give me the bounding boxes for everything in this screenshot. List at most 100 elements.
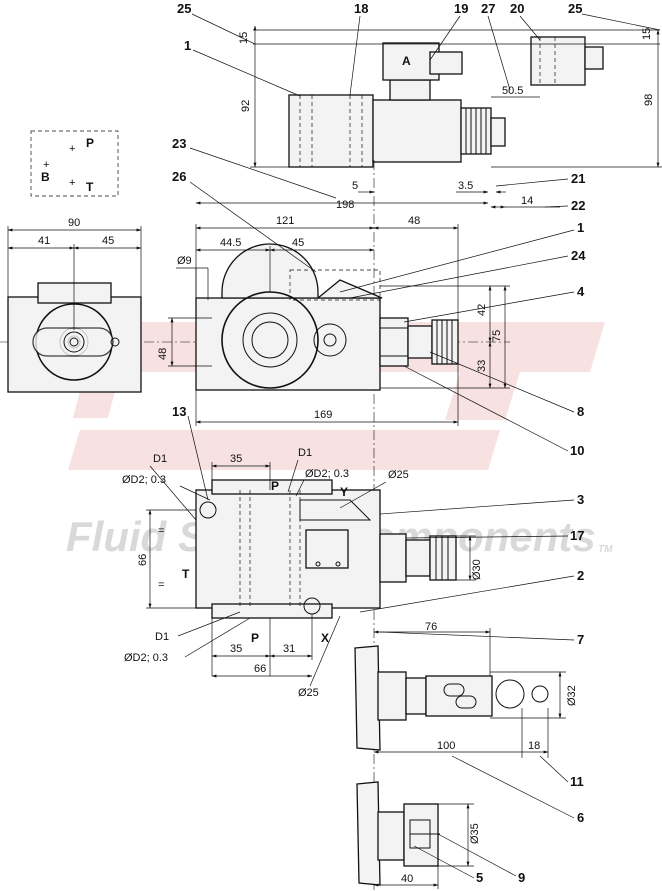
- port-d2-a: ØD2; 0.3: [122, 474, 166, 486]
- knob-view: Ø35 40: [356, 781, 481, 889]
- svg-text:+: +: [43, 159, 49, 171]
- port-d25-bottom: Ø25: [298, 687, 319, 699]
- dim-42: 42: [476, 304, 488, 316]
- side-connector-cable: [584, 46, 604, 70]
- callouts: 25 18 19 27 20 25 1 23 26 21 22 1 24 4 8…: [172, 1, 661, 885]
- dim-15-right: 15: [641, 28, 653, 40]
- port-view-body: [195, 489, 381, 609]
- front-adjust-knob: [431, 319, 459, 365]
- callout-25-right: 25: [568, 1, 582, 16]
- handle-d32: Ø32: [566, 685, 578, 706]
- callout-18: 18: [354, 1, 368, 16]
- callout-6: 6: [577, 810, 584, 825]
- svg-text:+: +: [69, 177, 75, 189]
- callout-19: 19: [454, 1, 468, 16]
- callout-3: 3: [577, 492, 584, 507]
- dim-98: 98: [643, 94, 655, 106]
- front-view: 121 48 44.5 45 Ø9 48 42 33 75 169: [157, 215, 510, 426]
- callout-22: 22: [571, 198, 585, 213]
- dim-41: 41: [38, 235, 50, 247]
- dim-48-top: 48: [408, 215, 420, 227]
- port-x: X: [321, 631, 329, 645]
- port-d35-top: 35: [230, 453, 242, 465]
- symbol-box: P B T + + +: [30, 130, 119, 197]
- port-d2-b: ØD2; 0.3: [305, 468, 349, 480]
- callout-2: 2: [577, 568, 584, 583]
- port-eq2: =: [158, 579, 164, 591]
- dim-169: 169: [314, 409, 332, 421]
- solenoid-coil: [288, 94, 374, 168]
- symbol-t: T: [86, 180, 94, 194]
- connector-head: [429, 51, 463, 75]
- callout-26: 26: [172, 169, 186, 184]
- handle-d18: 18: [528, 740, 540, 752]
- dim-5: 5: [352, 180, 358, 192]
- handle-d76: 76: [425, 621, 437, 633]
- port-eq1: =: [158, 525, 164, 537]
- dim-198: 198: [336, 199, 354, 211]
- dim-d9: Ø9: [177, 255, 192, 267]
- callout-9: 9: [518, 870, 525, 885]
- callout-25-left: 25: [177, 1, 191, 16]
- callout-8: 8: [577, 404, 584, 419]
- front-adjust-shaft: [407, 325, 433, 359]
- dim-3-5: 3.5: [458, 180, 473, 192]
- dim-121: 121: [276, 215, 294, 227]
- callout-1-mid: 1: [577, 220, 584, 235]
- symbol-b: B: [41, 170, 50, 184]
- callout-27: 27: [481, 1, 495, 16]
- callout-20: 20: [510, 1, 524, 16]
- handle-view: 76 Ø32 100 18: [354, 621, 578, 758]
- dim-50-5: 50.5: [502, 85, 523, 97]
- port-d2-c: ØD2; 0.3: [124, 652, 168, 664]
- port-y: Y: [340, 485, 348, 499]
- symbol-p: P: [86, 136, 94, 150]
- left-view-top-boss: [37, 282, 112, 304]
- dim-15-left: 15: [238, 32, 250, 44]
- callout-11: 11: [570, 774, 584, 789]
- dim-44-5: 44.5: [220, 237, 241, 249]
- dim-14: 14: [521, 195, 533, 207]
- watermark-tm: TM: [598, 544, 613, 555]
- dim-75: 75: [491, 330, 503, 342]
- port-t: T: [182, 567, 190, 581]
- handle-wall: [354, 645, 381, 751]
- port-p-top: P: [271, 479, 279, 493]
- port-d66-left: 66: [137, 554, 149, 566]
- callout-5: 5: [476, 870, 483, 885]
- port-d1-a: D1: [153, 453, 167, 465]
- handle-d100: 100: [437, 740, 455, 752]
- port-view: D1 ØD2; 0.3 35 D1 ØD2; 0.3 Ø25 P Y 66 = …: [122, 447, 483, 699]
- port-d25-top: Ø25: [388, 469, 409, 481]
- port-d35-bottom: 35: [230, 643, 242, 655]
- knob-d35: Ø35: [469, 823, 481, 844]
- port-p-bottom: P: [251, 631, 259, 645]
- dim-48-side: 48: [157, 348, 169, 360]
- callout-1-top: 1: [184, 38, 191, 53]
- callout-24: 24: [571, 248, 586, 263]
- callout-10: 10: [570, 443, 584, 458]
- callout-23: 23: [172, 136, 186, 151]
- callout-7: 7: [577, 632, 584, 647]
- front-adjust-nut: [379, 317, 409, 367]
- dim-92: 92: [240, 100, 252, 112]
- port-d30: Ø30: [471, 559, 483, 580]
- port-d1-b: D1: [298, 447, 312, 459]
- callout-13: 13: [172, 404, 186, 419]
- svg-text:+: +: [69, 143, 75, 155]
- port-d66-bottom: 66: [254, 663, 266, 675]
- coil-internal-lines: [299, 95, 363, 167]
- port-d31: 31: [283, 643, 295, 655]
- solenoid-cap: [490, 117, 506, 147]
- port-label-a: A: [402, 54, 411, 68]
- solenoid-tube: [372, 99, 462, 163]
- left-view: 90 41 45: [7, 217, 142, 393]
- knob-wall: [356, 781, 381, 886]
- top-view: A 15 92 98 15 50.5 5 3.5 198 14: [195, 25, 662, 211]
- dim-90: 90: [68, 217, 80, 229]
- callout-4: 4: [577, 284, 585, 299]
- solenoid-ribs: [465, 108, 487, 154]
- connector-base: [389, 79, 431, 101]
